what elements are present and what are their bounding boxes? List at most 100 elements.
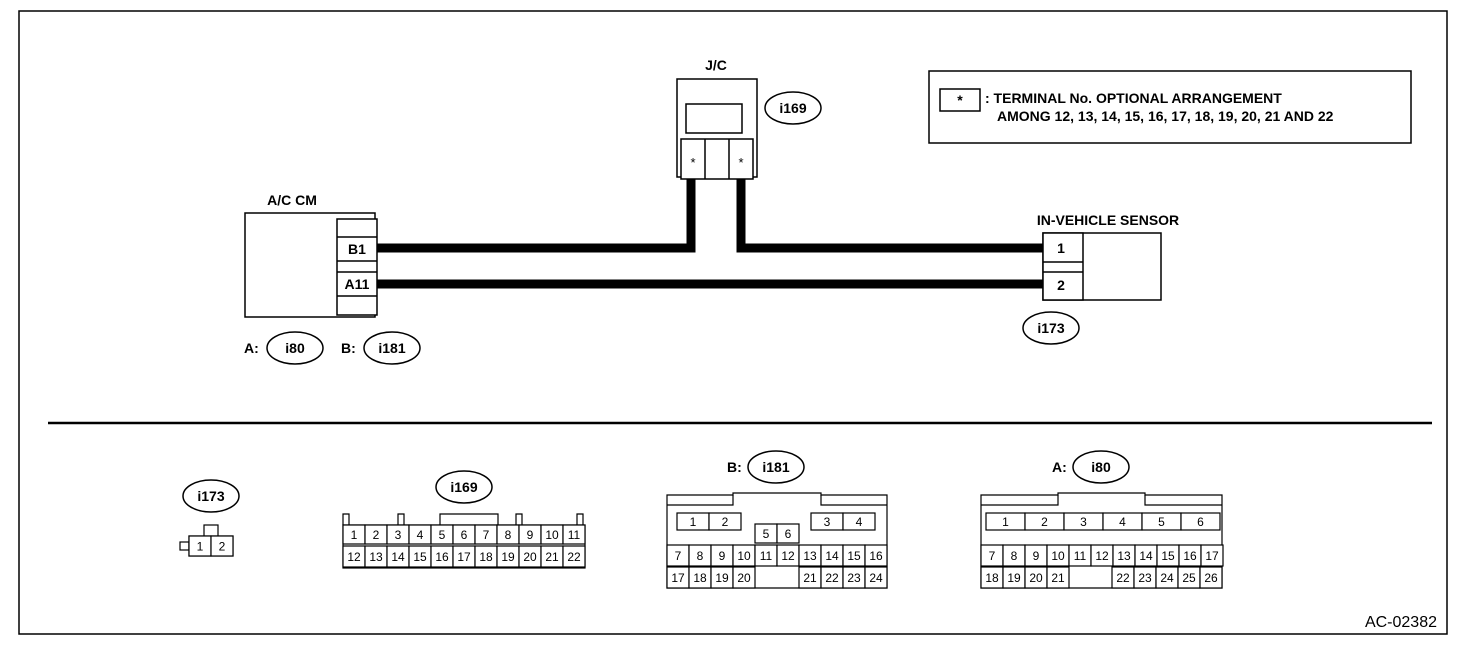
i80-pin-23: 23 — [1138, 571, 1152, 585]
acm-ref-a-prefix: A: — [244, 340, 259, 356]
i181-pin-11: 11 — [760, 549, 773, 563]
acm-ref-b: i181 — [378, 340, 405, 356]
i80-pin-12: 12 — [1095, 549, 1109, 563]
i169-pin-2: 2 — [373, 528, 380, 542]
i80-pin-14: 14 — [1139, 549, 1153, 563]
i169-pin-11: 11 — [568, 528, 581, 542]
wire-b1-to-jc — [377, 179, 696, 253]
i80-pin-17: 17 — [1205, 549, 1219, 563]
i80-badge — [1072, 450, 1130, 484]
i169-pin-18: 18 — [479, 550, 493, 564]
jc-connector-id: i169 — [779, 100, 806, 116]
i169-pin-14: 14 — [391, 550, 405, 564]
i181-pin-10: 10 — [737, 549, 751, 563]
i80-pin-16: 16 — [1183, 549, 1197, 563]
i80-pin-1: 1 — [1002, 515, 1009, 529]
i181-pin-8: 8 — [697, 549, 704, 563]
i169-pin-22-cell — [562, 545, 586, 568]
i169-pin-9: 9 — [527, 528, 534, 542]
i181-pin-6: 6 — [785, 527, 792, 541]
i181-pin-19: 19 — [715, 571, 729, 585]
i181-pin-18: 18 — [693, 571, 707, 585]
i173-pin-1: 1 — [197, 540, 204, 554]
i181-pin-21: 21 — [803, 571, 817, 585]
i181-pin-2-cell — [708, 512, 742, 531]
i80-pin-25: 25 — [1182, 571, 1196, 585]
i181-pin-15: 15 — [847, 549, 861, 563]
sensor-connector-id: i173 — [1037, 320, 1064, 336]
legend-symbol-box — [939, 88, 981, 112]
i80-pin-9: 9 — [1033, 549, 1040, 563]
legend-symbol: * — [957, 92, 963, 108]
i169-pin-19: 19 — [501, 550, 515, 564]
i181-pin-14: 14 — [825, 549, 839, 563]
jc-label: J/C — [705, 57, 727, 73]
wire-jc-to-sensor-1 — [736, 179, 1043, 253]
i169-pin-4: 4 — [417, 528, 424, 542]
i80-pin-20: 20 — [1029, 571, 1043, 585]
i169-pin-5: 5 — [439, 528, 446, 542]
i173-pin-2: 2 — [219, 540, 226, 554]
i181-pin-13: 13 — [803, 549, 817, 563]
i169-pin-15: 15 — [413, 550, 427, 564]
jc-pin-right: * — [738, 155, 743, 170]
i181-pin-4: 4 — [856, 515, 863, 529]
i181-pin-16-cell — [864, 544, 888, 567]
acm-pin-a11: A11 — [345, 276, 370, 292]
i181-pin-3: 3 — [824, 515, 831, 529]
i169-pin-20: 20 — [523, 550, 537, 564]
i181-pin-12: 12 — [781, 549, 795, 563]
i181-pin-1: 1 — [690, 515, 697, 529]
acm-pin-b1: B1 — [348, 241, 366, 257]
i80-pin-24: 24 — [1160, 571, 1174, 585]
diagram-frame — [18, 10, 1448, 635]
legend-box: * : TERMINAL No. OPTIONAL ARRANGEMENT AM… — [928, 70, 1412, 144]
jc-connector-badge — [764, 91, 822, 125]
i181-pin-16: 16 — [869, 549, 883, 563]
i169-pin-11-cell — [562, 524, 586, 545]
i169-pin-8: 8 — [505, 528, 512, 542]
junction-connector: J/C * * i169 — [676, 57, 822, 180]
i181-pin-20: 20 — [737, 571, 751, 585]
i80-pin-10: 10 — [1051, 549, 1065, 563]
sensor-pin-2: 2 — [1057, 277, 1065, 293]
i169-pin-6: 6 — [461, 528, 468, 542]
i80-pin-15: 15 — [1161, 549, 1175, 563]
i169-pin-12: 12 — [347, 550, 361, 564]
i80-pin-26: 26 — [1204, 571, 1218, 585]
i80-pin-11: 11 — [1074, 549, 1087, 563]
i181-prefix: B: — [727, 459, 742, 475]
i169-pin-16: 16 — [435, 550, 449, 564]
acm-ref-a: i80 — [285, 340, 305, 356]
i169-pin-17: 17 — [457, 550, 471, 564]
acm-ref-b-prefix: B: — [341, 340, 356, 356]
i80-pin-17-cell — [1200, 544, 1224, 567]
i181-pin-4-cell — [842, 512, 876, 531]
i181-pin-17: 17 — [671, 571, 685, 585]
sensor-pin-1: 1 — [1057, 240, 1065, 256]
i181-pin-2: 2 — [722, 515, 729, 529]
i80-pin-4: 4 — [1119, 515, 1126, 529]
i181-pin-20-cell — [732, 566, 756, 589]
i80-pin-26-cell — [1199, 566, 1223, 589]
i169-pin-22: 22 — [567, 550, 581, 564]
i169-pin-10: 10 — [545, 528, 559, 542]
i169-pin-21: 21 — [545, 550, 559, 564]
i80-pin-8: 8 — [1011, 549, 1018, 563]
i80-name: i80 — [1091, 459, 1111, 475]
sensor-connector-badge — [1022, 311, 1080, 345]
connector-i173: i173 1 2 — [179, 479, 240, 557]
jc-pin-left: * — [690, 155, 695, 170]
i173-name: i173 — [197, 488, 224, 504]
i169-pin-7: 7 — [483, 528, 490, 542]
i80-pin-7: 7 — [989, 549, 996, 563]
i80-pin-13: 13 — [1117, 549, 1131, 563]
i80-pin-2: 2 — [1041, 515, 1048, 529]
i169-pin-3: 3 — [395, 528, 402, 542]
i181-name: i181 — [762, 459, 789, 475]
i169-pin-13: 13 — [369, 550, 383, 564]
